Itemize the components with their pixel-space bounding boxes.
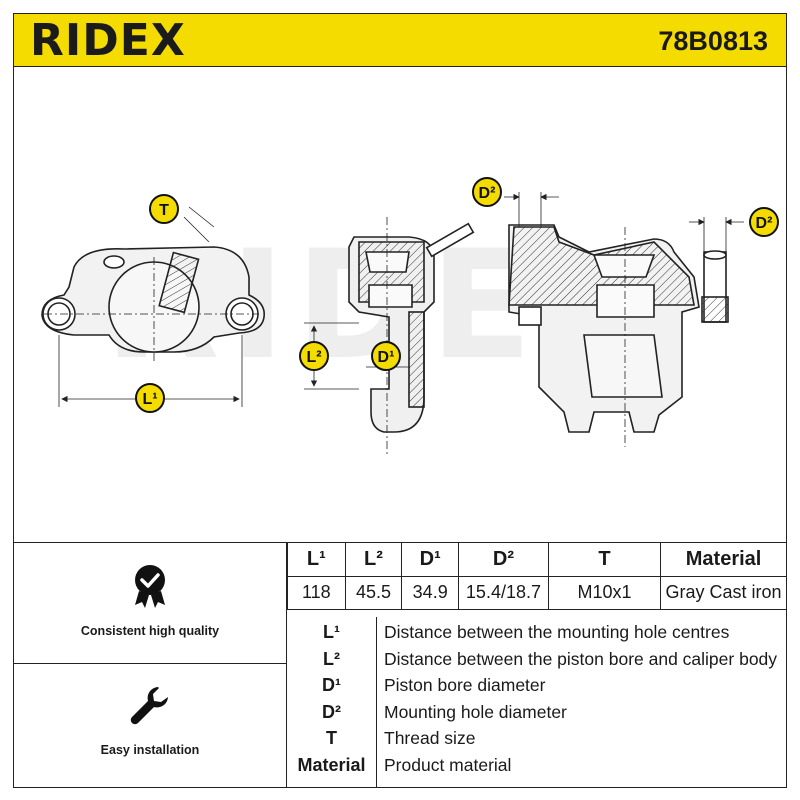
feature-quality-label: Consistent high quality bbox=[80, 624, 220, 638]
legend-key: D¹ bbox=[322, 675, 341, 695]
spec-table: L¹ L² D¹ D² T Material 118 45.5 34.9 15.… bbox=[287, 543, 786, 610]
legend-key: D² bbox=[322, 702, 341, 722]
caliper-drawing-svg: RIDEX bbox=[41, 177, 779, 457]
svg-text:L²: L² bbox=[306, 349, 321, 366]
brand-logo: RIDEX bbox=[30, 15, 186, 66]
legend-key: L² bbox=[323, 649, 340, 669]
legend-desc: Piston bore diameter bbox=[384, 675, 546, 695]
spec-value-D2: 15.4/18.7 bbox=[458, 575, 549, 610]
legend: L¹ Distance between the mounting hole ce… bbox=[287, 617, 787, 787]
legend-row: D¹ Piston bore diameter bbox=[287, 672, 787, 698]
feature-installation-label: Easy installation bbox=[100, 743, 200, 757]
legend-divider bbox=[376, 617, 377, 787]
dim-badge-T: T bbox=[149, 194, 179, 224]
feature-quality: Consistent high quality bbox=[14, 543, 287, 664]
spec-value-D1: 34.9 bbox=[401, 575, 460, 610]
spec-header-L2: L² bbox=[344, 543, 403, 577]
legend-row: Material Product material bbox=[287, 752, 787, 778]
svg-text:D¹: D¹ bbox=[378, 349, 395, 366]
spec-value-L1: 118 bbox=[287, 575, 346, 610]
dim-badge-L1: L¹ bbox=[135, 383, 165, 413]
legend-row: D² Mounting hole diameter bbox=[287, 699, 787, 725]
spec-header-D2: D² bbox=[458, 543, 549, 577]
dim-badge-D2-right: D² bbox=[749, 207, 779, 237]
svg-text:D²: D² bbox=[479, 185, 496, 202]
wrench-icon bbox=[128, 684, 172, 733]
caliper-side-view bbox=[508, 224, 729, 433]
caliper-section-view bbox=[348, 222, 475, 433]
dim-badge-D2-left: D² bbox=[472, 177, 502, 207]
svg-text:L¹: L¹ bbox=[142, 391, 157, 408]
legend-row: T Thread size bbox=[287, 725, 787, 751]
technical-drawing: RIDEX bbox=[13, 67, 787, 542]
spec-header-T: T bbox=[547, 543, 662, 577]
legend-desc: Distance between the mounting hole centr… bbox=[384, 622, 730, 642]
spec-value-row: 118 45.5 34.9 15.4/18.7 M10x1 Gray Cast … bbox=[287, 575, 786, 610]
spec-header-material: Material bbox=[660, 543, 786, 577]
part-number: 78B0813 bbox=[658, 26, 768, 56]
svg-text:T: T bbox=[159, 202, 169, 219]
feature-installation: Easy installation bbox=[14, 664, 287, 788]
legend-row: L² Distance between the piston bore and … bbox=[287, 646, 787, 672]
dim-badge-L2: L² bbox=[299, 341, 329, 371]
svg-text:D²: D² bbox=[756, 215, 773, 232]
legend-desc: Mounting hole diameter bbox=[384, 702, 567, 722]
legend-key: T bbox=[326, 728, 337, 748]
legend-key: Material bbox=[297, 755, 366, 775]
spec-value-material: Gray Cast iron bbox=[660, 575, 786, 610]
caliper-front-view bbox=[41, 246, 266, 353]
header-bar: RIDEX 78B0813 bbox=[13, 13, 787, 67]
spec-header-row: L¹ L² D¹ D² T Material bbox=[287, 543, 786, 577]
dim-badge-D1: D¹ bbox=[371, 341, 401, 371]
legend-row: L¹ Distance between the mounting hole ce… bbox=[287, 619, 787, 645]
legend-desc: Distance between the piston bore and cal… bbox=[384, 649, 778, 669]
spec-header-L1: L¹ bbox=[287, 543, 346, 577]
spec-header-D1: D¹ bbox=[401, 543, 460, 577]
spec-section: Consistent high quality Easy installatio… bbox=[13, 542, 787, 788]
legend-key: L¹ bbox=[323, 622, 340, 642]
legend-desc: Product material bbox=[384, 755, 512, 775]
spec-value-L2: 45.5 bbox=[344, 575, 403, 610]
legend-desc: Thread size bbox=[384, 728, 476, 748]
spec-value-T: M10x1 bbox=[547, 575, 662, 610]
quality-check-badge-icon bbox=[130, 563, 170, 614]
